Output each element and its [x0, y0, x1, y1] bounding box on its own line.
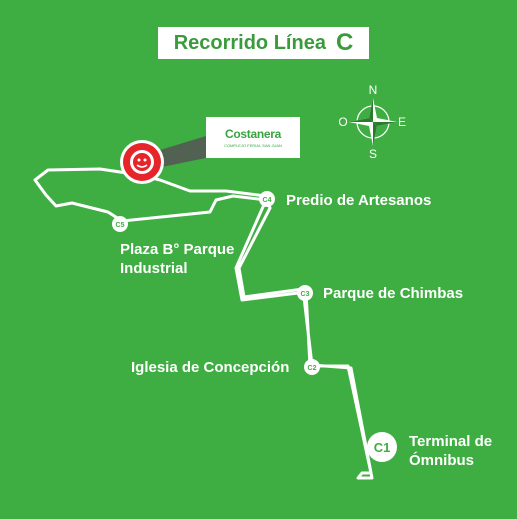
svg-text:C3: C3 — [301, 291, 310, 298]
stop-label-c2: Iglesia de Concepción — [131, 359, 290, 376]
svg-text:C4: C4 — [263, 197, 272, 204]
logo-name: Costanera — [225, 127, 281, 141]
route-line — [33, 167, 374, 480]
stop-label-c5-line1: Plaza B° Parque — [120, 241, 235, 258]
stop-marker-c4[interactable]: C4 — [259, 191, 275, 207]
map-title: Recorrido Línea C — [158, 27, 369, 59]
line-letter: C — [335, 29, 354, 56]
svg-text:C2: C2 — [308, 365, 317, 372]
title-text: Recorrido Línea — [173, 31, 326, 54]
stop-label-c5-line2: Industrial — [120, 260, 188, 277]
logo-pointer — [160, 136, 206, 167]
logo-subtitle: COMPLEJO FERIAL SAN JUAN — [224, 143, 282, 148]
stop-label-c4: Predio de Artesanos — [286, 192, 432, 209]
stop-label-c1: Terminal de Ómnibus — [409, 432, 492, 470]
svg-text:C5: C5 — [116, 222, 125, 229]
compass-south: S — [369, 147, 377, 161]
stop-label-c1-line1: Terminal de — [409, 433, 493, 450]
compass-east: E — [398, 115, 406, 129]
compass-rose: N S E O — [338, 83, 406, 161]
stop-marker-c1[interactable]: C1 — [367, 432, 397, 462]
stop-label-c1-line2: Ómnibus — [409, 452, 475, 469]
compass-west: O — [338, 115, 347, 129]
stop-label-c5: Plaza B° Parque Industrial — [120, 240, 234, 278]
stop-marker-c5[interactable]: C5 — [112, 216, 128, 232]
stop-marker-c2[interactable]: C2 — [304, 359, 320, 375]
stop-label-c3: Parque de Chimbas — [323, 285, 464, 302]
svg-text:C1: C1 — [374, 440, 391, 455]
san-juan-seal-logo — [120, 140, 164, 184]
stop-marker-c3[interactable]: C3 — [297, 285, 313, 301]
compass-north: N — [369, 83, 378, 97]
costanera-logo: Costanera COMPLEJO FERIAL SAN JUAN — [206, 117, 300, 158]
